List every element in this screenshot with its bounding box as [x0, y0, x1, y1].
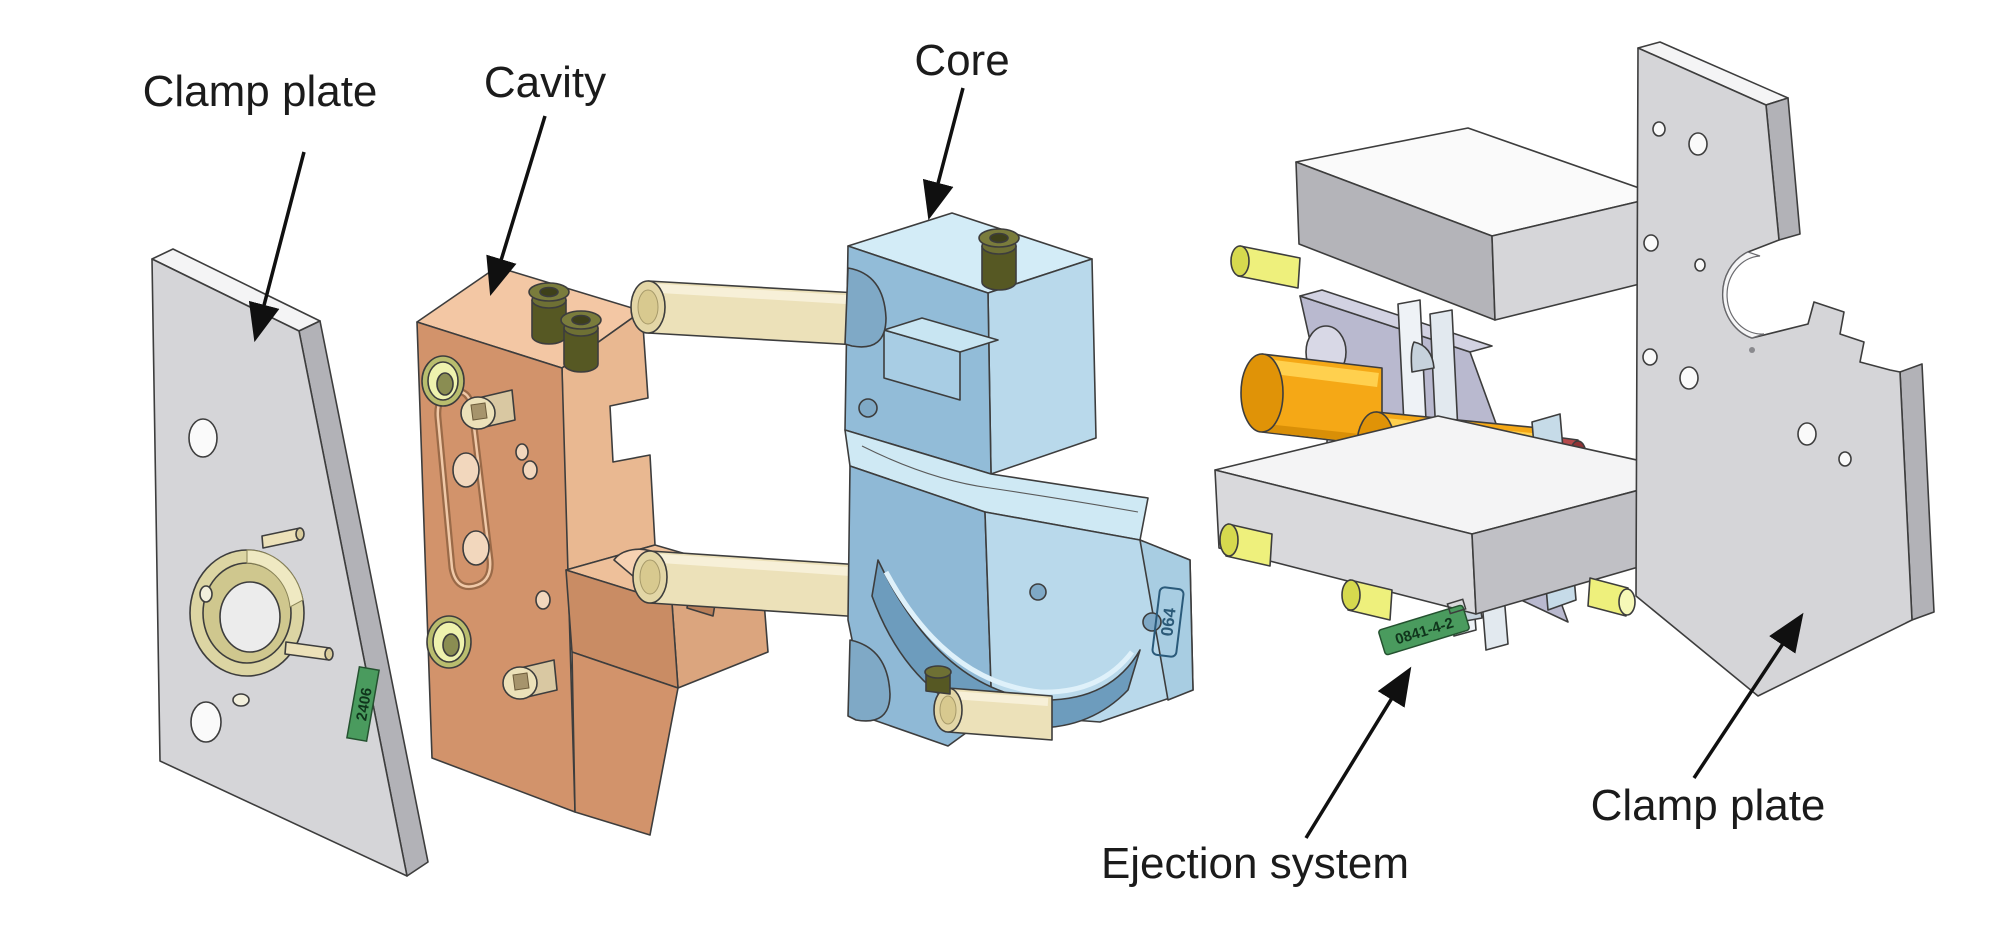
cavity-part	[416, 266, 769, 836]
clamp-plate-left-part: 2406	[151, 248, 429, 877]
core-part: 064	[630, 212, 1194, 747]
return-pin-top	[1230, 245, 1301, 289]
left-plate-id-tag: 2406	[346, 665, 380, 743]
return-pin-right	[1587, 577, 1636, 617]
cavity-fitting-2	[560, 310, 602, 373]
arrow-ejection-system	[1304, 666, 1412, 839]
arrow-core	[922, 87, 965, 221]
callout-arrows	[248, 87, 1804, 839]
label-clamp-plate-left: Clamp plate	[143, 67, 378, 116]
label-ejection-system: Ejection system	[1101, 839, 1409, 888]
left-plate-tag-text: 2406	[353, 686, 376, 722]
clamp-plate-right-part	[1635, 41, 1935, 697]
guide-pin-middle	[632, 550, 863, 618]
core-marking-plate: 064	[1151, 586, 1185, 658]
label-cavity: Cavity	[484, 58, 606, 107]
guide-pin-front	[933, 687, 1053, 741]
ejector-blades-upper	[1397, 299, 1459, 437]
return-pin-mid	[1341, 579, 1393, 621]
locating-ring	[189, 527, 334, 707]
cavity-screw-bottom	[502, 659, 558, 700]
ejection-system-part: 0841-4-2	[1214, 127, 1705, 656]
label-clamp-plate-right: Clamp plate	[1591, 781, 1826, 830]
guide-bushing-bottom	[426, 615, 472, 669]
return-pin-left	[1219, 523, 1273, 567]
arrow-clamp-plate-right	[1692, 612, 1804, 779]
core-screw	[924, 665, 952, 695]
arrow-clamp-plate-left	[248, 151, 306, 343]
label-core: Core	[914, 36, 1009, 85]
cavity-fitting-1	[528, 282, 570, 345]
cavity-screw-top	[460, 389, 516, 430]
core-marking-text: 064	[1157, 606, 1179, 637]
ejector-cylinder-1	[1240, 353, 1383, 447]
arrow-cavity	[486, 115, 547, 297]
guide-bushing-top	[421, 355, 465, 407]
core-fitting	[978, 228, 1020, 291]
guide-pin-upper	[630, 280, 859, 346]
callout-labels: Clamp plate Cavity Core Ejection system …	[143, 36, 1826, 888]
